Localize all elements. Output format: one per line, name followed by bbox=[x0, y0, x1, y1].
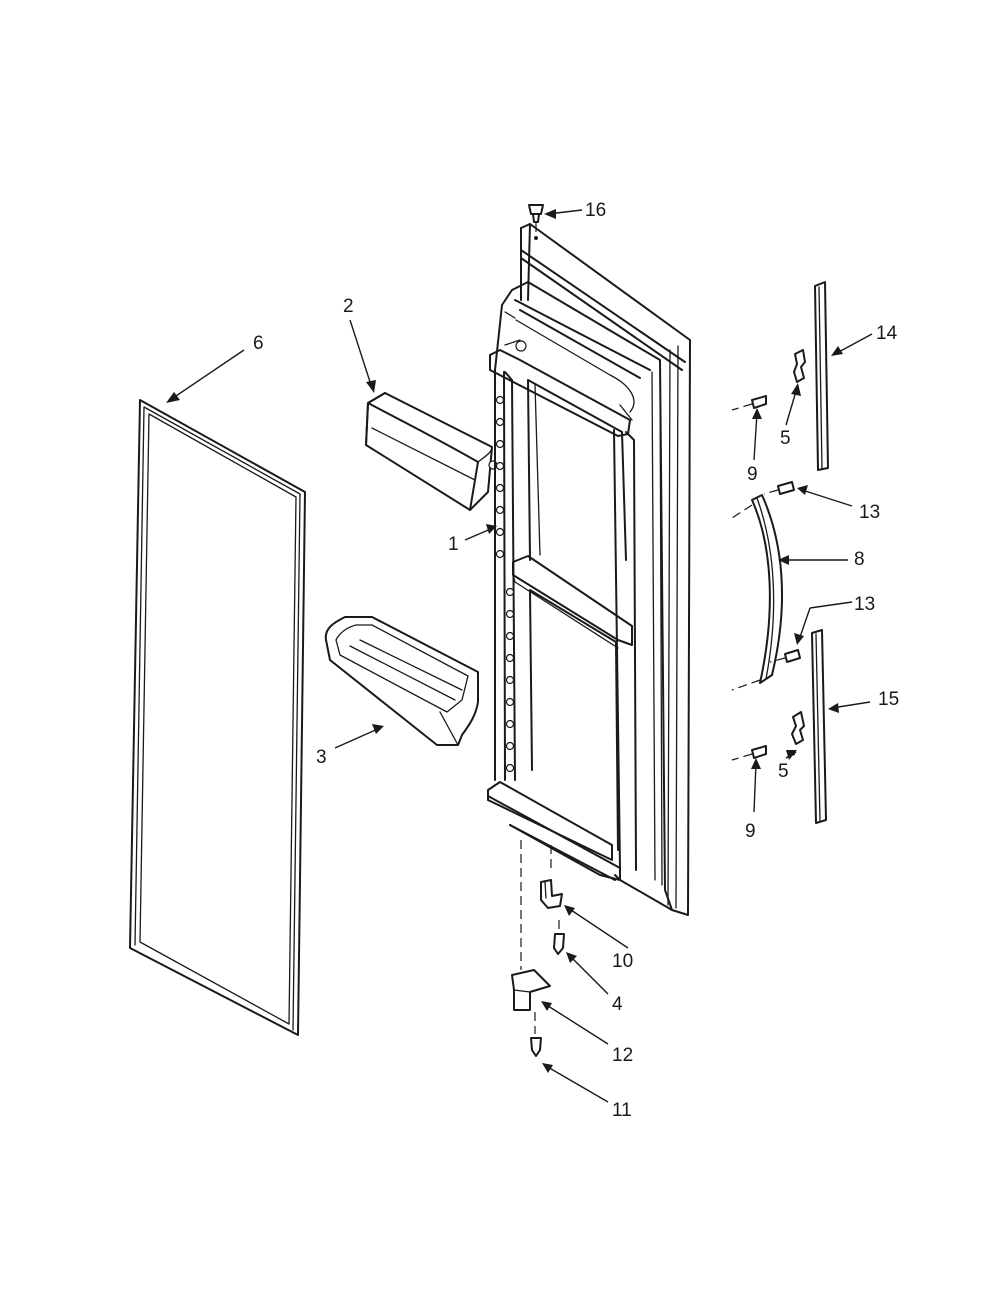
leader-lines bbox=[166, 209, 873, 1103]
callout-5-lower: 5 bbox=[778, 761, 789, 782]
callout-14: 14 bbox=[876, 323, 898, 344]
lower-door-bin bbox=[324, 616, 479, 746]
callout-9-lower: 9 bbox=[745, 821, 756, 842]
callout-8: 8 bbox=[854, 549, 865, 570]
callout-13-lower: 13 bbox=[854, 594, 875, 615]
trim-clip-upper bbox=[793, 349, 806, 383]
callout-9-upper: 9 bbox=[747, 464, 758, 485]
callout-13-upper: 13 bbox=[859, 502, 880, 523]
refrigerator-door bbox=[487, 223, 691, 916]
hinge-screw bbox=[553, 920, 565, 955]
door-gasket bbox=[129, 399, 306, 1036]
callout-16: 16 bbox=[585, 200, 606, 221]
upper-door-bin bbox=[365, 392, 498, 511]
screw-upper bbox=[731, 395, 767, 411]
trim-clip-lower bbox=[791, 711, 805, 745]
lower-door-trim bbox=[811, 629, 827, 824]
callout-12: 12 bbox=[612, 1045, 633, 1066]
hinge-bolt bbox=[530, 1037, 542, 1057]
callout-5-upper: 5 bbox=[780, 428, 791, 449]
callout-15: 15 bbox=[878, 689, 899, 710]
screw-lower bbox=[731, 745, 767, 761]
callout-2: 2 bbox=[343, 296, 354, 317]
hinge-pin bbox=[540, 842, 563, 909]
callout-11: 11 bbox=[612, 1100, 632, 1121]
top-hinge-plug bbox=[528, 204, 544, 240]
handle-screw-upper bbox=[763, 481, 795, 495]
callout-10: 10 bbox=[612, 951, 633, 972]
callout-3: 3 bbox=[316, 747, 327, 768]
bottom-hinge bbox=[511, 840, 551, 1034]
callout-4: 4 bbox=[612, 994, 623, 1015]
upper-door-trim bbox=[814, 281, 829, 471]
callout-6: 6 bbox=[253, 333, 264, 354]
handle-screw-lower bbox=[769, 649, 801, 663]
door-handle bbox=[731, 494, 783, 691]
callout-1: 1 bbox=[448, 534, 459, 555]
callout-labels: 16 6 2 1 3 14 5 9 13 8 13 15 5 9 10 4 12… bbox=[253, 200, 899, 1121]
